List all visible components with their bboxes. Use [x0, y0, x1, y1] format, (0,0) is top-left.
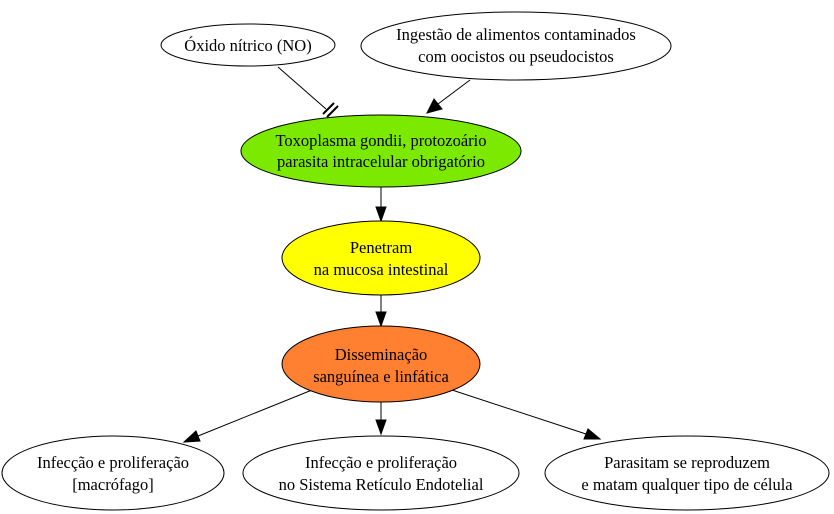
- arrowhead: [375, 206, 387, 223]
- node-dissemination: Disseminação sanguínea e linfática: [281, 325, 481, 403]
- node-label-line-2: com oocistos ou pseudocistos: [418, 47, 614, 66]
- node-label-line-1: Parasitam se reproduzem: [604, 453, 770, 472]
- node-ingestion: Ingestão de alimentos contaminados com o…: [360, 11, 672, 81]
- node-shape: [281, 325, 481, 403]
- node-toxoplasma: Toxoplasma gondii, protozoário parasita …: [240, 114, 522, 188]
- inhibition-tee-marker: [322, 102, 339, 118]
- node-shape: [544, 435, 830, 511]
- node-label-line-2: [macrófago]: [72, 475, 154, 494]
- edge-toxoplasma-to-penetration: [375, 187, 387, 223]
- node-label: Óxido nítrico (NO): [184, 36, 311, 55]
- node-label-line-2: e matam qualquer tipo de célula: [581, 475, 793, 494]
- node-shape: [1, 435, 225, 511]
- node-label-line-1: Toxoplasma gondii, protozoário: [275, 131, 486, 150]
- node-label-line-2: parasita intracelular obrigatório: [277, 152, 485, 171]
- node-label-line-1: Ingestão de alimentos contaminados: [396, 25, 636, 44]
- edge-nitric-oxide-to-toxoplasma: [277, 66, 339, 118]
- node-macrophage: Infecção e proliferação [macrófago]: [1, 435, 225, 511]
- node-shape: [240, 114, 522, 188]
- node-label-line-1: Disseminação: [335, 345, 428, 364]
- node-shape: [360, 11, 672, 81]
- node-label-line-2: sanguínea e linfática: [313, 367, 449, 386]
- edge-dissemination-to-parasitism: [451, 389, 602, 440]
- arrowhead: [182, 430, 201, 443]
- node-shape: [242, 435, 520, 511]
- node-label-line-1: Infecção e proliferação: [305, 453, 457, 472]
- edge-ingestion-to-toxoplasma: [426, 79, 471, 114]
- arrowhead: [426, 98, 443, 114]
- edge-dissemination-to-reticulo: [375, 402, 387, 436]
- node-label-line-2: na mucosa intestinal: [314, 260, 449, 279]
- node-reticulo: Infecção e proliferação no Sistema Retíc…: [242, 435, 520, 511]
- node-shape: [281, 220, 481, 296]
- arrowhead: [375, 311, 387, 328]
- arrowhead: [375, 419, 387, 436]
- arrowhead: [583, 428, 602, 440]
- node-nitric-oxide: Óxido nítrico (NO): [160, 23, 336, 67]
- node-label-line-2: no Sistema Retículo Endotelial: [279, 475, 484, 494]
- edge-penetration-to-dissemination: [375, 295, 387, 328]
- node-parasitism: Parasitam se reproduzem e matam qualquer…: [544, 435, 830, 511]
- node-label-line-1: Penetram: [350, 238, 412, 257]
- node-label-line-1: Infecção e proliferação: [37, 453, 189, 472]
- node-shape: [160, 23, 336, 67]
- node-penetration: Penetram na mucosa intestinal: [281, 220, 481, 296]
- edge-dissemination-to-macrophage: [182, 389, 313, 443]
